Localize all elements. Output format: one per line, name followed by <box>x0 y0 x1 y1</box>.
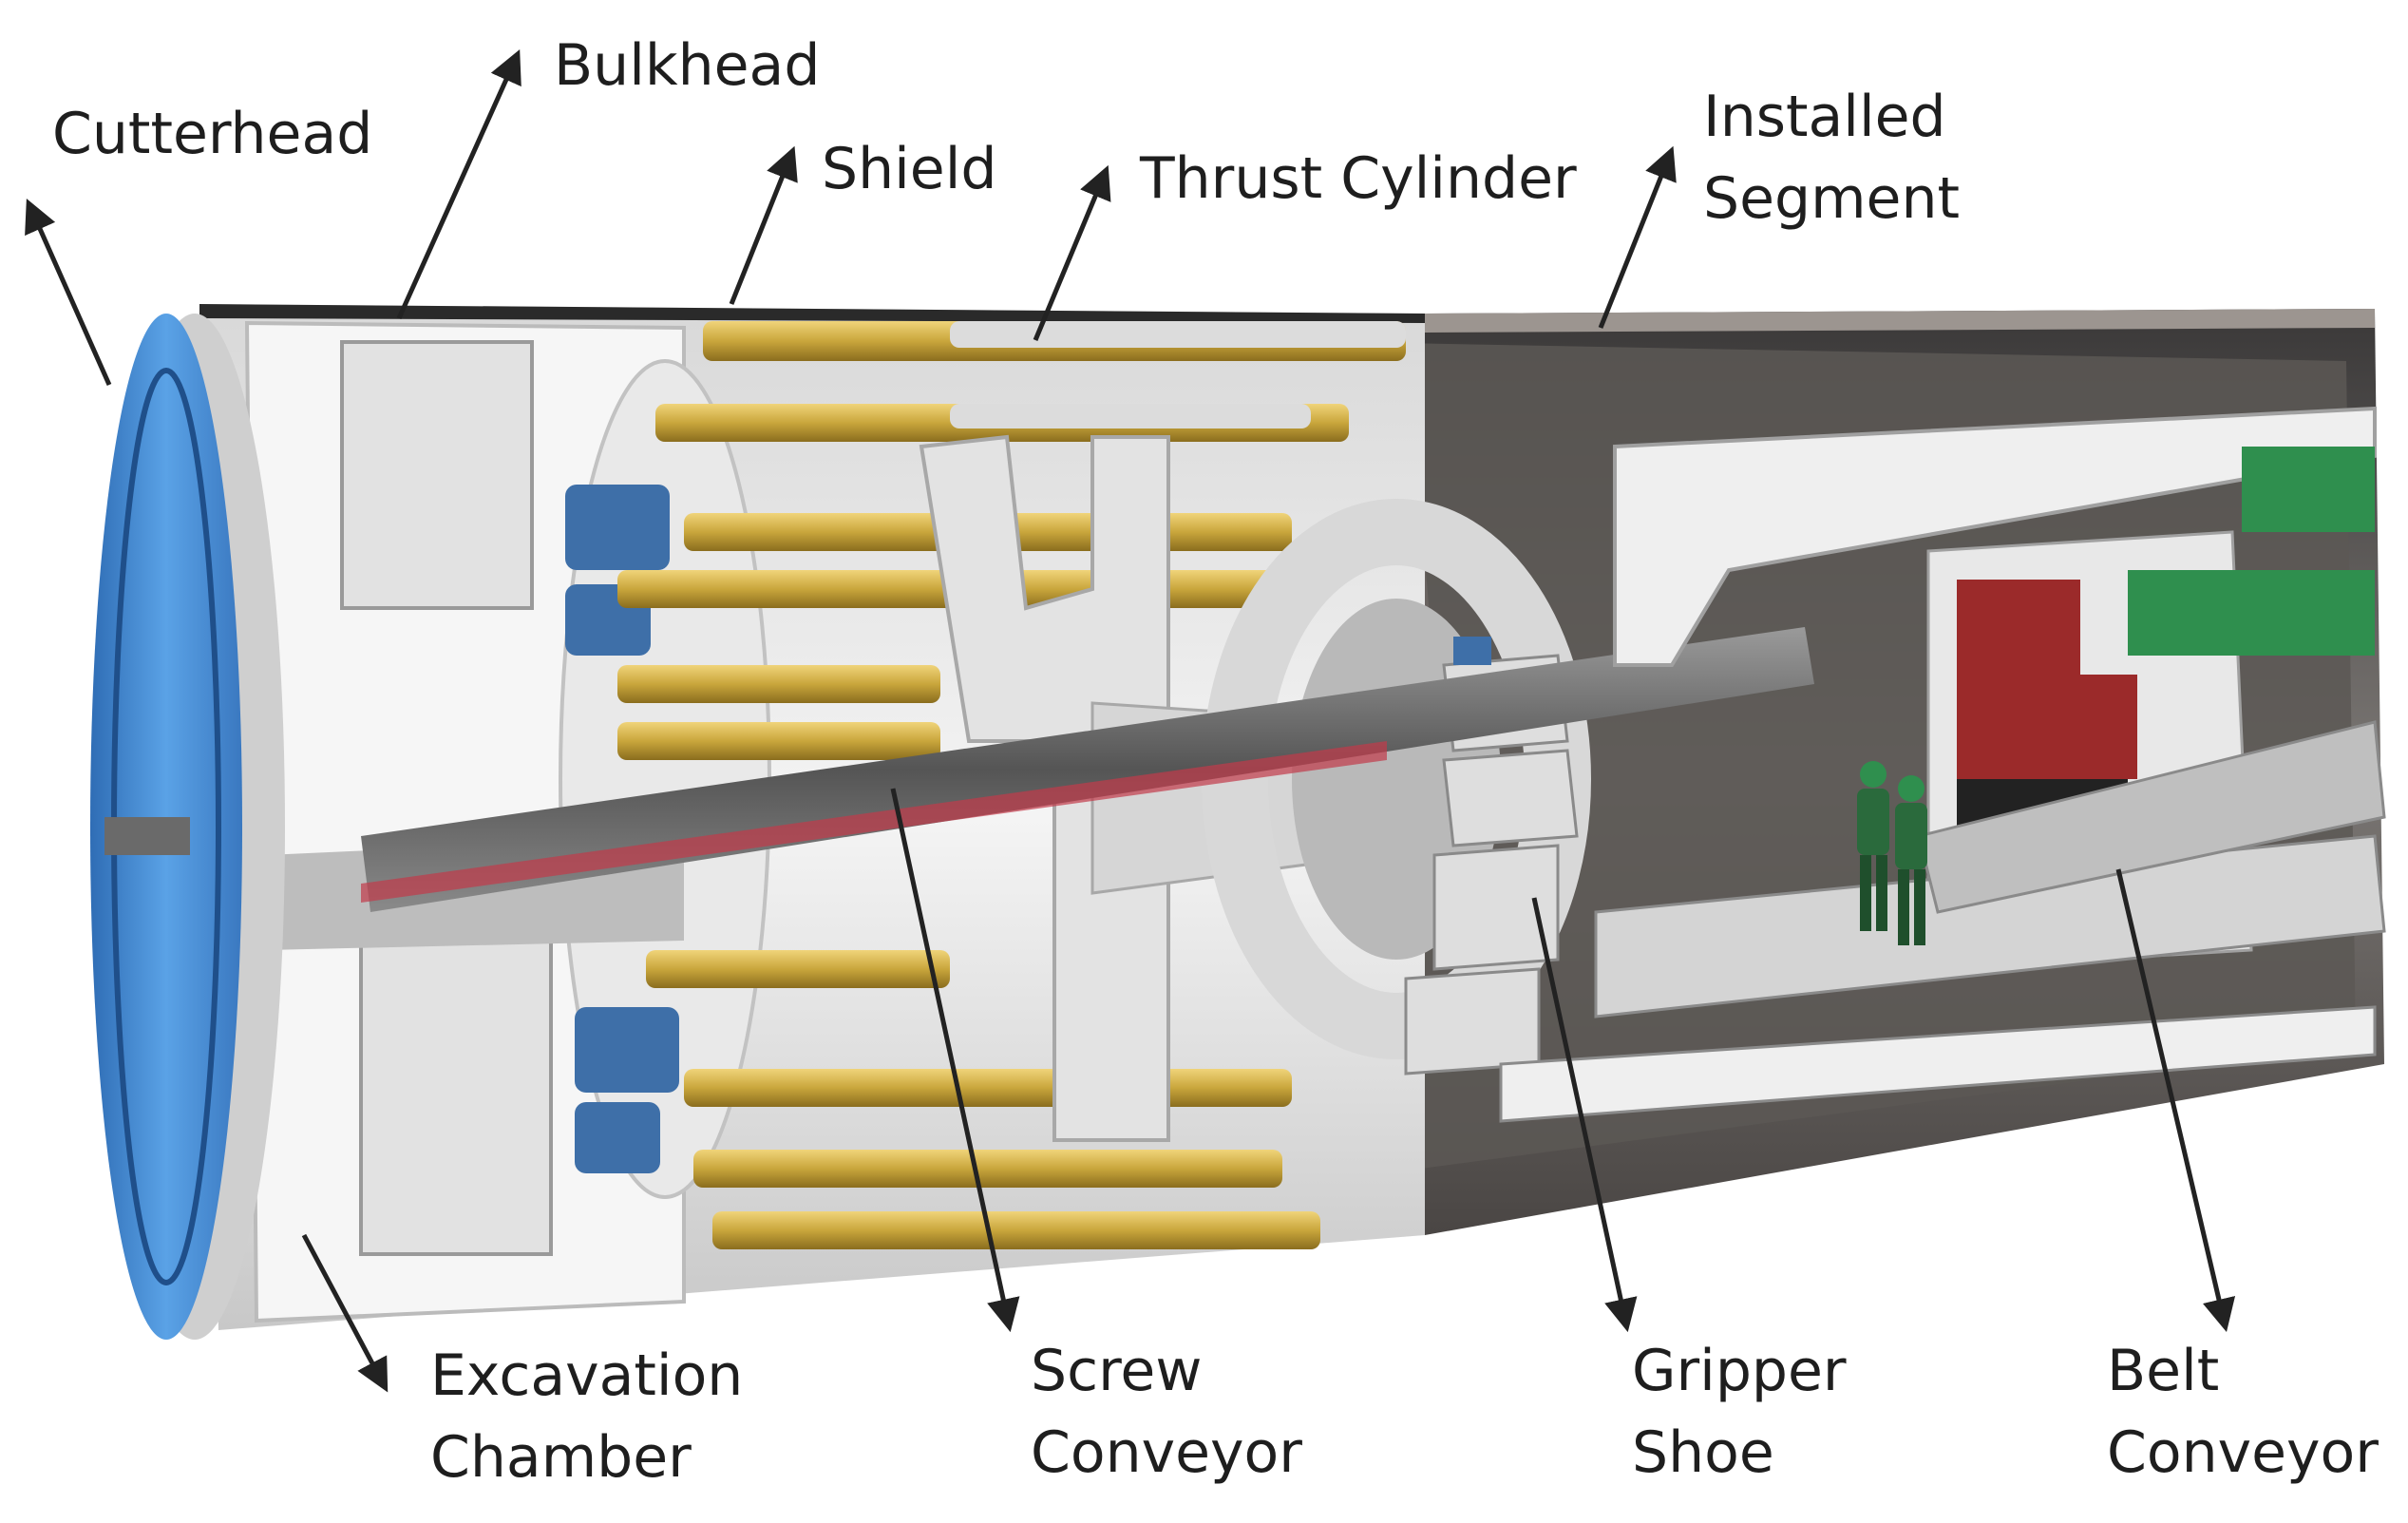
belt-conveyor-arrow <box>2115 868 2236 1333</box>
cutterhead-arrow <box>25 199 112 387</box>
screw-conveyor <box>361 627 1814 912</box>
installed-segment-arrow <box>1598 145 1677 329</box>
label-installed-segment: Installed Segment <box>1703 84 1960 232</box>
label-shield: Shield <box>822 136 997 202</box>
label-bulkhead: Bulkhead <box>554 32 821 99</box>
gripper-shoe-arrow <box>1531 897 1638 1333</box>
excavation-chamber-arrow <box>301 1233 389 1393</box>
label-excavation-chamber: Excavation Chamber <box>430 1342 744 1491</box>
label-gripper-shoe: Gripper Shoe <box>1632 1338 1847 1486</box>
label-cutterhead: Cutterhead <box>52 101 373 167</box>
cutterhead-disc <box>90 314 285 1340</box>
bulkhead-arrow <box>396 49 521 320</box>
leader-arrows <box>25 49 2236 1393</box>
thrust-cylinders <box>617 321 1406 1249</box>
label-thrust-cylinder: Thrust Cylinder <box>1140 145 1577 212</box>
label-belt-conveyor: Belt Conveyor <box>2107 1338 2379 1486</box>
screw-conveyor-arrow <box>890 788 1020 1333</box>
thrust-cylinder-arrow <box>1033 164 1111 341</box>
shield-arrow <box>729 145 798 305</box>
label-screw-conveyor: Screw Conveyor <box>1031 1338 1302 1486</box>
worker-figures <box>1857 761 1927 945</box>
